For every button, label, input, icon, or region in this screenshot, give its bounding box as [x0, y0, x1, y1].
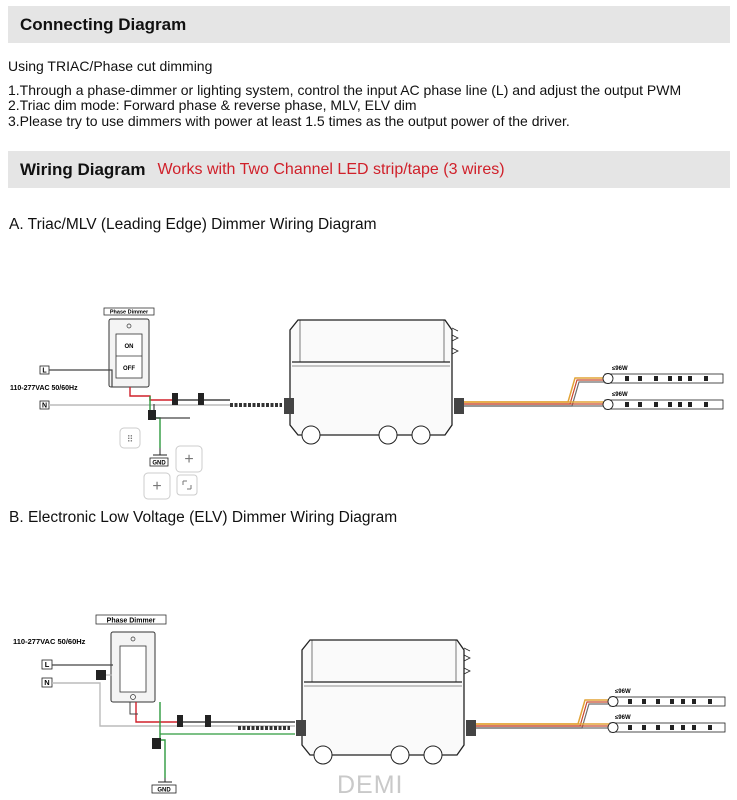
diagram-a: Phase Dimmer ON OFF L 110-277VAC 50/60Hz… [10, 307, 724, 500]
dimmer-a-label: Phase Dimmer [110, 310, 149, 316]
wiring-diagram-title: Wiring Diagram [20, 159, 146, 179]
strip-b-2-watt: ≤96W [615, 715, 631, 721]
drag-handle-a[interactable] [119, 427, 141, 449]
dimmer-a-on: ON [125, 344, 134, 350]
led-strip-a-1 [602, 373, 724, 384]
dimmer-a-off: OFF [123, 366, 135, 372]
section-b-title: B. Electronic Low Voltage (ELV) Dimmer W… [9, 509, 398, 526]
driver-a [284, 319, 464, 445]
neutral-label-b: N [44, 678, 49, 687]
dimmer-b-label-box [95, 614, 167, 625]
wiring-diagram-subtitle: Works with Two Channel LED strip/tape (3… [157, 160, 505, 178]
add-icon-a-2[interactable] [143, 472, 171, 500]
voltage-label-b: 110-277VAC 50/60Hz [13, 637, 86, 646]
resize-icon-a[interactable] [176, 474, 198, 496]
ground-label-b: GND [157, 787, 171, 793]
dimmed-live-wire-b [135, 702, 180, 723]
wiring-diagram-header: Wiring Diagram Works with Two Channel LE… [8, 151, 730, 188]
intro-line-2: 2.Triac dim mode: Forward phase & revers… [8, 97, 417, 113]
svg-text:+: + [184, 451, 193, 468]
connecting-diagram-header: Connecting Diagram [8, 6, 730, 43]
intro-line-1: 1.Through a phase-dimmer or lighting sys… [8, 82, 682, 98]
svg-text:+: + [152, 478, 161, 495]
add-icon-a-1[interactable] [175, 445, 203, 473]
diagram-b: Phase Dimmer 110-277VAC 50/60Hz L N GND [13, 614, 726, 794]
strip-a-1-watt: ≤96W [612, 366, 628, 372]
strip-a-2-watt: ≤96W [612, 392, 628, 398]
dimmed-live-wire-a [129, 387, 176, 401]
section-a-title: A. Triac/MLV (Leading Edge) Dimmer Wirin… [9, 216, 377, 233]
ground-wire-a [149, 396, 161, 448]
voltage-label-a: 110-277VAC 50/60Hz [10, 385, 78, 392]
brand-watermark: DEMI [337, 771, 404, 799]
ground-wire-b [159, 702, 166, 778]
live-wire-a [49, 369, 113, 387]
driver-b [296, 639, 476, 765]
led-strip-b-2 [607, 722, 726, 733]
led-strip-b-1 [607, 696, 726, 707]
intro-line-0: Using TRIAC/Phase cut dimming [8, 58, 213, 74]
live-label-a: L [42, 368, 47, 375]
dimmer-b-label: Phase Dimmer [107, 617, 156, 624]
dimmer-b-paddle [119, 645, 147, 693]
svg-text:⠿: ⠿ [127, 434, 134, 444]
connecting-diagram-title: Connecting Diagram [20, 14, 187, 34]
neutral-wire-b [52, 682, 295, 727]
dimmer-a-label-box [103, 307, 155, 316]
intro-line-3: 3.Please try to use dimmers with power a… [8, 113, 570, 129]
strip-b-1-watt: ≤96W [615, 689, 631, 695]
ground-label-a: GND [152, 460, 166, 466]
led-strip-a-2 [602, 399, 724, 410]
live-label-b: L [45, 660, 50, 669]
neutral-label-a: N [42, 403, 47, 410]
